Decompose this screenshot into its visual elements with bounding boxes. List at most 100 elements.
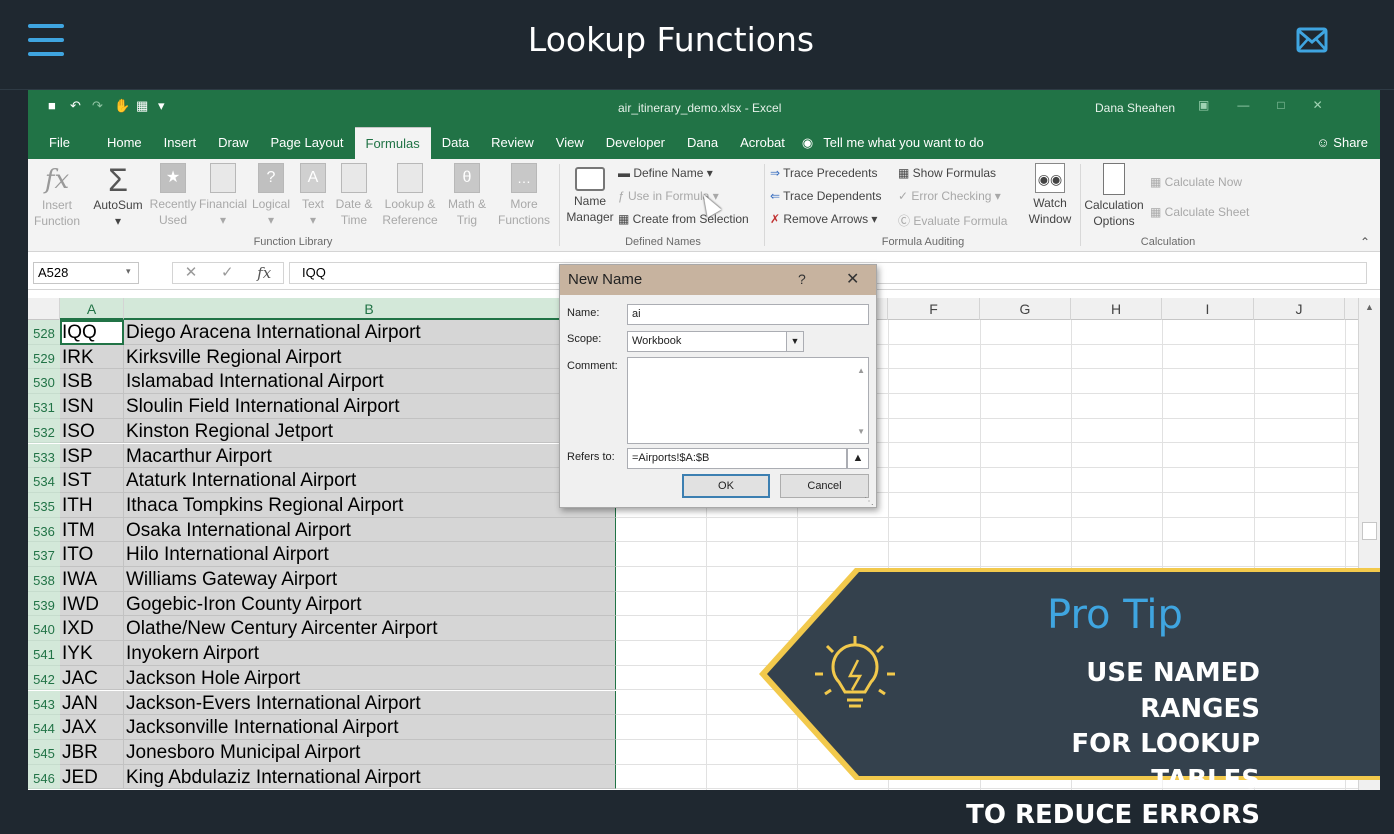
insert-function-icon[interactable]: fx <box>257 264 272 282</box>
cell-airport-name[interactable]: Ataturk International Airport <box>124 468 615 493</box>
cell-airport-name[interactable]: Williams Gateway Airport <box>124 567 615 592</box>
tab-view[interactable]: View <box>555 135 584 150</box>
cell-airport-name[interactable]: Kirksville Regional Airport <box>124 344 615 370</box>
refers-to-field[interactable]: =Airports!$A:$B <box>627 448 847 469</box>
autosum-button[interactable]: Σ AutoSum ▾ <box>90 163 146 229</box>
row-number[interactable]: 535 <box>28 492 60 518</box>
recently-used-button[interactable]: ★ Recently Used <box>148 163 198 228</box>
cell-airport-name[interactable]: Jackson-Evers International Airport <box>124 690 615 716</box>
undo-icon[interactable]: ↶ <box>70 98 81 113</box>
cell-airport-code[interactable]: ISP <box>60 443 124 469</box>
close-icon[interactable]: ✕ <box>1312 98 1323 112</box>
redo-icon[interactable]: ↷ <box>92 98 103 113</box>
row-number[interactable]: 546 <box>28 764 60 790</box>
maximize-icon[interactable]: □ <box>1277 98 1285 112</box>
tab-insert[interactable]: Insert <box>163 135 197 150</box>
cell-airport-name[interactable]: Kinston Regional Jetport <box>124 418 615 444</box>
calculate-sheet-button[interactable]: ▦ Calculate Sheet <box>1150 205 1249 219</box>
tab-formulas[interactable]: Formulas <box>354 127 431 159</box>
empty-cells[interactable] <box>615 764 1358 790</box>
more-functions-button[interactable]: … More Functions <box>494 163 554 228</box>
ribbon-display-icon[interactable]: ▣ <box>1198 98 1210 112</box>
financial-button[interactable]: Financial ▾ <box>198 163 248 228</box>
tab-acrobat[interactable]: Acrobat <box>740 135 785 150</box>
dialog-close-icon[interactable]: ✕ <box>846 271 860 288</box>
row-number[interactable]: 532 <box>28 418 60 444</box>
cell-airport-name[interactable]: Jacksonville International Airport <box>124 715 615 740</box>
column-header-a[interactable]: A <box>60 298 124 320</box>
empty-cells[interactable] <box>615 517 1358 543</box>
row-number[interactable]: 534 <box>28 468 60 493</box>
save-icon[interactable]: ■ <box>48 98 56 113</box>
cell-airport-code[interactable]: JAC <box>60 665 124 691</box>
ok-button[interactable]: OK <box>682 474 770 498</box>
scroll-thumb[interactable] <box>1362 522 1377 540</box>
tab-draw[interactable]: Draw <box>218 135 249 150</box>
row-number[interactable]: 539 <box>28 591 60 617</box>
date-time-button[interactable]: Date & Time <box>330 163 378 228</box>
row-number[interactable]: 543 <box>28 690 60 716</box>
row-number[interactable]: 537 <box>28 542 60 567</box>
resize-grip-icon[interactable]: ⋱ <box>864 496 874 507</box>
tab-review[interactable]: Review <box>491 135 534 150</box>
tab-page-layout[interactable]: Page Layout <box>270 135 344 150</box>
tab-file[interactable]: File <box>49 135 70 150</box>
tab-dana[interactable]: Dana <box>687 135 719 150</box>
cell-airport-code[interactable]: JBR <box>60 739 124 765</box>
name-box[interactable]: A528 <box>33 262 139 284</box>
cell-airport-code[interactable]: IXD <box>60 616 124 642</box>
row-number[interactable]: 540 <box>28 616 60 642</box>
error-checking-button[interactable]: ✓ Error Checking ▾ <box>898 189 1001 203</box>
cell-airport-name[interactable]: Ithaca Tompkins Regional Airport <box>124 492 615 518</box>
watch-window-button[interactable]: ◉◉ Watch Window <box>1022 163 1078 227</box>
cell-airport-name[interactable]: Diego Aracena International Airport <box>124 320 615 345</box>
mail-icon[interactable] <box>1296 27 1328 53</box>
cell-airport-name[interactable]: Sloulin Field International Airport <box>124 394 615 419</box>
row-number[interactable]: 545 <box>28 739 60 765</box>
row-number[interactable]: 530 <box>28 369 60 395</box>
cell-airport-code[interactable]: IQQ <box>60 320 124 345</box>
evaluate-formula-button[interactable]: Ⓒ Evaluate Formula <box>898 212 1007 229</box>
comment-textarea[interactable]: ▲ ▼ <box>627 357 869 444</box>
row-number[interactable]: 533 <box>28 443 60 469</box>
calculate-now-button[interactable]: ▦ Calculate Now <box>1150 175 1242 189</box>
show-formulas-button[interactable]: ▦ Show Formulas <box>898 166 996 180</box>
cell-airport-name[interactable]: Macarthur Airport <box>124 443 615 469</box>
cell-airport-name[interactable]: Osaka International Airport <box>124 517 615 543</box>
cell-airport-code[interactable]: IST <box>60 468 124 493</box>
math-trig-button[interactable]: θ Math & Trig <box>442 163 492 228</box>
comment-scroll-down-icon[interactable]: ▼ <box>857 427 865 436</box>
cell-airport-name[interactable]: King Abdulaziz International Airport <box>124 764 615 790</box>
row-number[interactable]: 529 <box>28 344 60 370</box>
cell-airport-code[interactable]: ISN <box>60 394 124 419</box>
cell-airport-code[interactable]: JED <box>60 764 124 790</box>
column-header-i[interactable]: I <box>1162 298 1254 320</box>
row-number[interactable]: 544 <box>28 715 60 740</box>
cell-airport-code[interactable]: ITO <box>60 542 124 567</box>
cancel-entry-icon[interactable]: ✕ <box>184 264 198 281</box>
name-field[interactable]: ai <box>627 304 869 325</box>
tell-me-search[interactable]: Tell me what you want to do <box>823 135 984 150</box>
row-number[interactable]: 531 <box>28 394 60 419</box>
touch-mode-icon[interactable]: ✋ <box>114 98 131 113</box>
scope-select[interactable]: Workbook ▼ <box>627 331 804 352</box>
cell-airport-name[interactable]: Inyokern Airport <box>124 641 615 666</box>
cell-airport-name[interactable]: Olathe/New Century Aircenter Airport <box>124 616 615 642</box>
create-from-selection-button[interactable]: ▦ Create from Selection <box>618 212 749 226</box>
cell-airport-name[interactable]: Hilo International Airport <box>124 542 615 567</box>
cell-airport-code[interactable]: JAN <box>60 690 124 716</box>
column-header-g[interactable]: G <box>980 298 1071 320</box>
cell-airport-code[interactable]: IRK <box>60 344 124 370</box>
column-header-f[interactable]: F <box>888 298 980 320</box>
column-header-h[interactable]: H <box>1071 298 1162 320</box>
column-header-b[interactable]: B <box>124 298 615 320</box>
cell-airport-name[interactable]: Islamabad International Airport <box>124 369 615 395</box>
name-box-dropdown-icon[interactable]: ▾ <box>126 266 131 276</box>
trace-precedents-button[interactable]: ⇒ Trace Precedents <box>770 166 877 180</box>
hamburger-menu-icon[interactable] <box>28 24 64 56</box>
name-manager-button[interactable]: Name Manager <box>564 167 616 225</box>
tab-data[interactable]: Data <box>441 135 470 150</box>
cell-airport-code[interactable]: ISO <box>60 418 124 444</box>
remove-arrows-button[interactable]: ✗ Remove Arrows ▾ <box>770 212 878 226</box>
comment-scroll-up-icon[interactable]: ▲ <box>857 366 865 375</box>
